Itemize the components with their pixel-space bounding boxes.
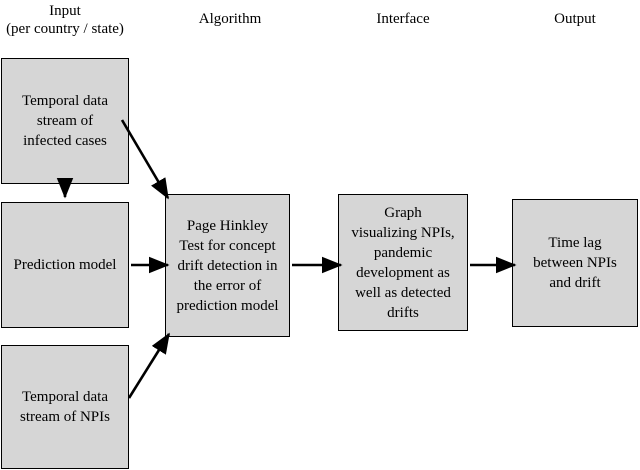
node-temporal-data-infected-cases: Temporal data stream of infected cases bbox=[1, 58, 129, 184]
node-time-lag: Time lag between NPIs and drift bbox=[512, 199, 638, 327]
column-header-algorithm: Algorithm bbox=[198, 11, 262, 27]
node-graph-visualizing: Graph visualizing NPIs, pandemic develop… bbox=[338, 194, 468, 331]
node-page-hinkley-test: Page Hinkley Test for concept drift dete… bbox=[165, 194, 290, 337]
arrow-npis-to-hinkley bbox=[127, 332, 171, 399]
node-prediction-model: Prediction model bbox=[1, 202, 129, 328]
column-header-output: Output bbox=[554, 11, 596, 27]
column-header-input: Input (per country / state) bbox=[6, 3, 124, 37]
node-temporal-data-npis: Temporal data stream of NPIs bbox=[1, 345, 129, 469]
column-header-interface: Interface bbox=[376, 11, 430, 27]
